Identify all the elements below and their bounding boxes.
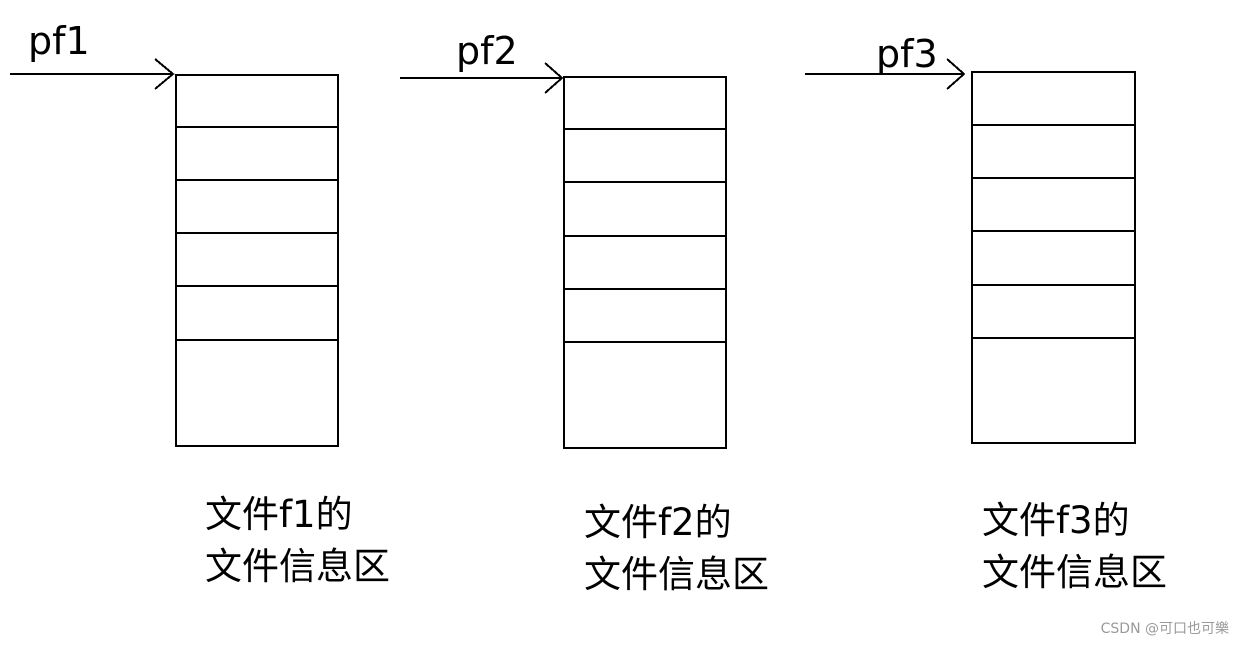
caption-line-2: 文件信息区 — [982, 551, 1167, 594]
pointer-arrow-pf3 — [805, 58, 966, 90]
watermark: CSDN @可口也可樂 — [1100, 621, 1229, 637]
pointer-label-pf3: pf3 — [876, 32, 938, 76]
file-info-block-f3 — [971, 71, 1136, 444]
block-caption-f2: 文件f2的 文件信息区 — [584, 497, 769, 601]
caption-line-1: 文件f1的 — [205, 493, 353, 536]
pointer-label-pf2: pf2 — [456, 29, 518, 73]
block-caption-f3: 文件f3的 文件信息区 — [982, 495, 1167, 599]
pointer-arrow-pf2 — [400, 62, 564, 94]
caption-line-2: 文件信息区 — [584, 553, 769, 596]
file-info-block-f1 — [175, 74, 339, 447]
caption-line-2: 文件信息区 — [205, 545, 390, 588]
caption-line-1: 文件f2的 — [584, 501, 732, 544]
pointer-arrow-pf1 — [10, 58, 175, 90]
file-info-block-f2 — [563, 76, 727, 449]
block-caption-f1: 文件f1的 文件信息区 — [205, 489, 390, 593]
caption-line-1: 文件f3的 — [982, 499, 1130, 542]
pointer-label-pf1: pf1 — [28, 19, 90, 63]
